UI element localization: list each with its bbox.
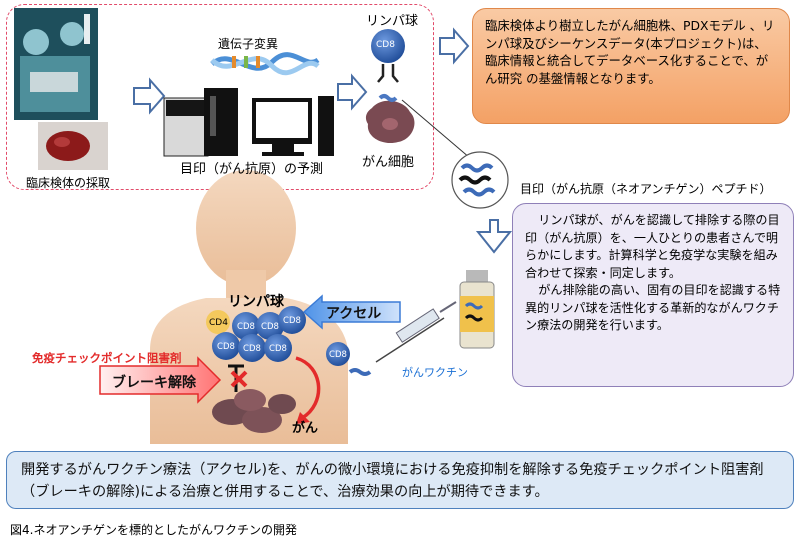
lymphocyte-label-body: リンパ球 (228, 294, 284, 310)
sequencer-machine (163, 88, 238, 157)
lymphocyte-cluster: CD8 CD8 CD8 CD8 CD8 CD8 (206, 306, 306, 362)
peptide-magnify (401, 99, 509, 209)
checkpoint-block (228, 364, 248, 392)
figure-caption: 図4.ネオアンチゲンを標的としたがんワクチンの開発 (10, 523, 297, 537)
syringe (375, 301, 457, 363)
gene-mutation-label: 遺伝子変異 (218, 37, 279, 51)
combination-therapy-banner: 開発するがんワクチン療法（アクセル)を、がんの微小環境における免疫抑制を解除する… (6, 451, 794, 509)
cancer-label-body: がん (292, 421, 319, 436)
svg-text:CD8: CD8 (269, 344, 287, 354)
lymphocyte-cd8-top (371, 29, 405, 83)
brake-release-label: ブレーキ解除 (112, 375, 196, 391)
svg-text:CD8: CD8 (217, 342, 235, 352)
accelerator-label: アクセル (326, 306, 382, 322)
vaccine-text-para1: リンパ球が、がんを認識して排除する際の目印（がん抗原）を、一人ひとりの患者さんで… (525, 213, 780, 280)
attack-arrowhead (296, 412, 310, 424)
brake-arrow (99, 356, 222, 404)
cancer-vaccine-label: がんワクチン (402, 366, 468, 379)
cancer-cell-top (365, 94, 415, 144)
surgery-photo (14, 8, 98, 120)
attack-arrow (295, 356, 321, 420)
computer (252, 96, 334, 156)
vaccine-development-box: リンパ球が、がんを認識して排除する際の目印（がん抗原）を、一人ひとりの患者さんで… (512, 203, 794, 387)
neoantigen-peptide-label: 目印（がん抗原（ネオアンチゲン）ペプチド） (520, 182, 772, 196)
svg-text:CD8: CD8 (261, 322, 279, 332)
svg-text:CD8: CD8 (329, 350, 347, 360)
tumor-cells-body (212, 389, 296, 433)
accel-arrow (302, 294, 401, 330)
dna-helix (210, 52, 320, 76)
antigen-prediction-label: 目印（がん抗原）の予測 (180, 162, 324, 177)
svg-text:CD8: CD8 (237, 322, 255, 332)
database-info-box: 臨床検体より樹立したがん細胞株、PDXモデル 、リンパ球及びシーケンスデータ(本… (472, 8, 790, 124)
human-body (150, 170, 348, 444)
lymphocyte-cd8-vaccine: CD8 (326, 342, 372, 376)
sample-label: 臨床検体の採取 (26, 176, 111, 190)
svg-text:CD8: CD8 (283, 316, 301, 326)
cd4-label: CD4 (209, 318, 228, 328)
vaccine-text-para2: がん排除能の高い、固有の目印を認識する特異的リンパ球を活性化する革新的ながんワク… (525, 283, 781, 333)
cancer-cell-label: がん細胞 (362, 155, 415, 170)
vaccine-vial (459, 270, 495, 349)
flow-arrows (133, 27, 513, 254)
tumor-specimen (38, 122, 108, 170)
checkpoint-inhibitor-label: 免疫チェックポイント阻害剤 (32, 351, 182, 365)
cd8-label-top: CD8 (376, 40, 395, 50)
svg-text:CD8: CD8 (243, 344, 261, 354)
lymphocyte-label-top: リンパ球 (366, 14, 419, 29)
